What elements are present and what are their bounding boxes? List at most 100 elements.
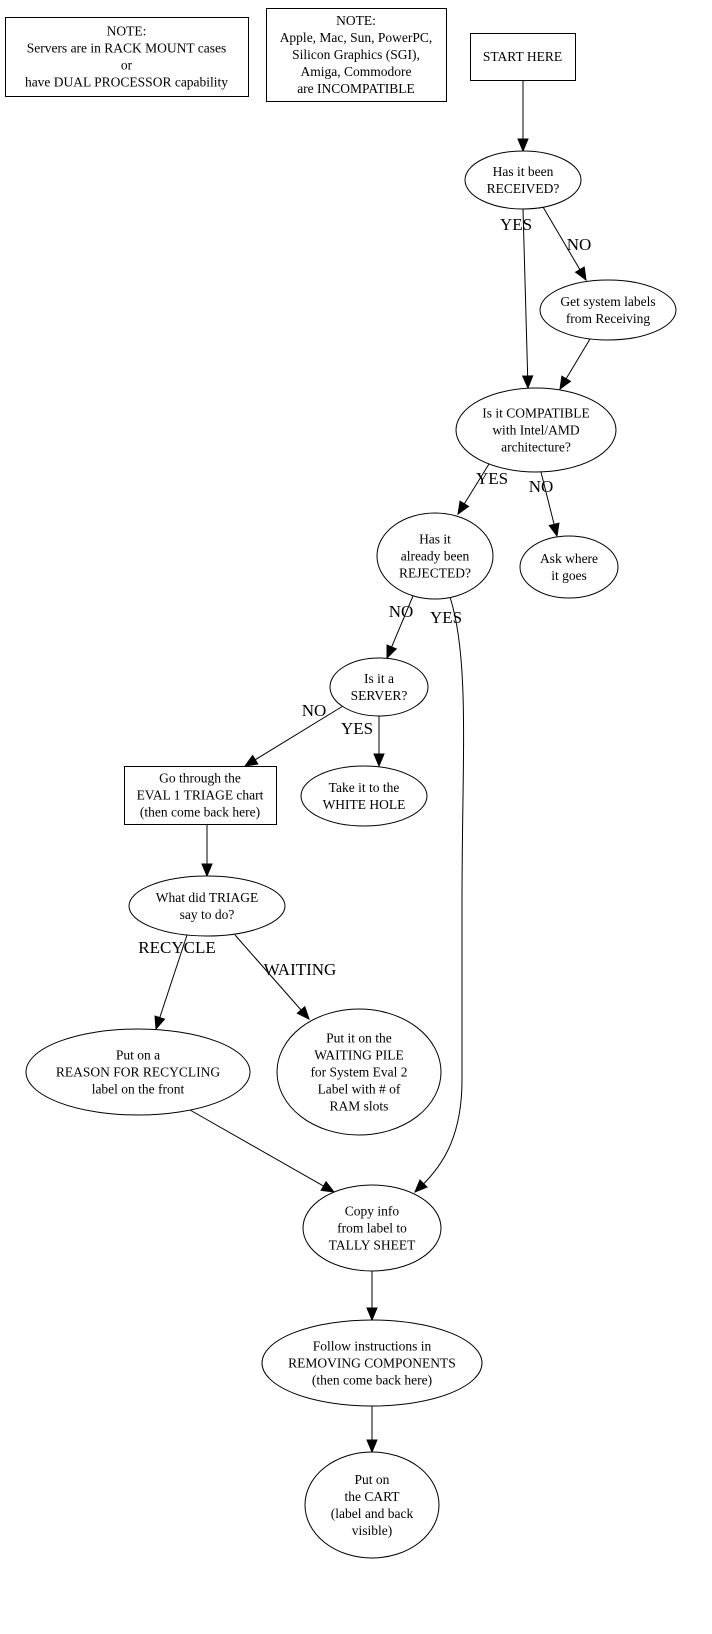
- node-ask-where: Ask where it goes: [519, 535, 619, 599]
- node-compatible-text-line: with Intel/AMD: [492, 423, 580, 438]
- node-ask-where-text-line: it goes: [551, 568, 587, 583]
- node-get-labels-text-line: from Receiving: [566, 311, 651, 326]
- edge-eval1-to-triage: [201, 824, 213, 878]
- edge-server-to-eval1-label: NO: [302, 701, 327, 720]
- node-rejected-text-line: already been: [401, 549, 470, 564]
- edge-start-to-received: [517, 80, 529, 153]
- edge-received-to-get-labels-arrowhead-icon: [574, 266, 587, 282]
- note-text-line: Servers are in RACK MOUNT cases: [27, 41, 227, 56]
- node-waiting-pile-text-line: RAM slots: [330, 1099, 389, 1114]
- node-eval1-text-line: Go through the: [159, 771, 241, 786]
- node-cart-text-line: Put on: [355, 1472, 390, 1487]
- note-text-line: are INCOMPATIBLE: [297, 81, 415, 96]
- edge-triage-to-recycle-label: [154, 934, 188, 1031]
- edge-triage-to-waiting-pile: [234, 934, 310, 1020]
- node-rejected-text-line: Has it: [419, 532, 451, 547]
- node-recycle-label-text-line: label on the front: [92, 1082, 185, 1097]
- edge-rejected-to-tally-line: [414, 596, 465, 1193]
- note-text-line: or: [121, 58, 133, 73]
- node-triage-text-line: say to do?: [180, 907, 235, 922]
- node-tally-text-line: Copy info: [345, 1204, 400, 1219]
- edge-removing-to-cart-arrowhead-icon: [366, 1439, 378, 1454]
- edge-received-to-compatible-line: [522, 208, 529, 379]
- edge-rejected-to-server-line: [390, 595, 414, 649]
- node-waiting-pile-text-line: Label with # of: [318, 1082, 401, 1097]
- edge-tally-to-removing: [366, 1271, 378, 1322]
- edge-server-to-white-hole: [373, 716, 385, 768]
- node-recycle-label-ellipse: [25, 1028, 251, 1116]
- edge-server-to-white-hole-arrowhead-icon: [373, 753, 385, 768]
- edge-triage-to-waiting-pile-label: WAITING: [264, 960, 337, 979]
- edge-rejected-to-server-label: NO: [389, 602, 414, 621]
- nodes-layer: NOTE: Servers are in RACK MOUNT cases or ha…: [5, 8, 677, 1559]
- note-note-incompatible: NOTE: Apple, Mac, Sun, PowerPC, Silicon Gr…: [266, 8, 447, 102]
- edge-compatible-to-ask-where: [540, 471, 560, 538]
- node-compatible-ellipse: [455, 387, 617, 473]
- node-compatible-text-line: Is it COMPATIBLE: [482, 406, 590, 421]
- edge-rejected-to-tally: [414, 596, 465, 1193]
- node-start-text-line: START HERE: [483, 49, 562, 64]
- edge-tally-to-removing-arrowhead-icon: [366, 1307, 378, 1322]
- edge-eval1-to-triage-arrowhead-icon: [201, 863, 213, 878]
- edge-received-to-get-labels: [542, 206, 587, 282]
- node-cart-text-line: (label and back: [331, 1506, 414, 1521]
- note-text-line: Amiga, Commodore: [301, 64, 412, 79]
- edge-received-to-compatible-arrowhead-icon: [521, 375, 534, 390]
- note-box: [266, 8, 447, 102]
- edge-received-to-get-labels-label: NO: [567, 235, 592, 254]
- edge-triage-to-recycle-label-label: RECYCLE: [138, 938, 215, 957]
- node-removing-ellipse: [261, 1319, 483, 1407]
- node-removing-text-line: REMOVING COMPONENTS: [288, 1356, 456, 1371]
- node-white-hole-ellipse: [300, 765, 428, 827]
- node-cart-text-line: the CART: [344, 1489, 400, 1504]
- note-text-line: Silicon Graphics (SGI),: [292, 47, 420, 62]
- edge-received-to-get-labels-line: [542, 206, 582, 272]
- edge-recycle-label-to-tally: [189, 1109, 336, 1193]
- node-removing-text-line: (then come back here): [312, 1373, 432, 1388]
- node-white-hole-text-line: Take it to the: [329, 780, 400, 795]
- node-compatible-text-line: architecture?: [501, 440, 571, 455]
- edge-compatible-to-ask-where-label: NO: [529, 477, 554, 496]
- edge-removing-to-cart: [366, 1406, 378, 1454]
- note-text-line: NOTE:: [107, 24, 147, 39]
- edge-server-to-white-hole-label: YES: [341, 719, 373, 738]
- node-waiting-pile-text-line: WAITING PILE: [314, 1048, 404, 1063]
- node-received-text-line: RECEIVED?: [487, 181, 560, 196]
- edge-triage-to-waiting-pile-line: [234, 934, 303, 1012]
- edge-rejected-to-tally-label: YES: [430, 608, 462, 627]
- node-tally-ellipse: [302, 1184, 442, 1272]
- node-eval1-text-line: EVAL 1 TRIAGE chart: [137, 788, 264, 803]
- node-get-labels-text-line: Get system labels: [560, 294, 655, 309]
- note-box: [5, 17, 249, 97]
- node-rejected-ellipse: [376, 512, 494, 600]
- edge-rejected-to-tally-arrowhead-icon: [414, 1179, 428, 1193]
- edge-get-labels-to-compatible-arrowhead-icon: [559, 375, 572, 391]
- node-cart-ellipse: [304, 1451, 440, 1559]
- node-get-labels: Get system labels from Receiving: [539, 279, 677, 341]
- node-recycle-label-text-line: Put on a: [116, 1048, 160, 1063]
- node-triage-ellipse: [128, 875, 286, 937]
- node-ask-where-text-line: Ask where: [540, 551, 598, 566]
- edge-triage-to-waiting-pile-arrowhead-icon: [296, 1005, 310, 1020]
- node-triage-text-line: What did TRIAGE: [156, 890, 258, 905]
- note-text-line: have DUAL PROCESSOR capability: [25, 75, 228, 90]
- node-compatible: Is it COMPATIBLE with Intel/AMD architectu…: [455, 387, 617, 473]
- note-text-line: NOTE:: [336, 13, 376, 28]
- edge-server-to-eval1-arrowhead-icon: [243, 754, 259, 767]
- edge-compatible-to-rejected-label: YES: [476, 469, 508, 488]
- node-tally-text-line: from label to: [337, 1221, 407, 1236]
- node-get-labels-ellipse: [539, 279, 677, 341]
- node-server-text-line: SERVER?: [351, 688, 408, 703]
- note-text-line: Apple, Mac, Sun, PowerPC,: [280, 30, 433, 45]
- node-rejected-text-line: REJECTED?: [399, 566, 471, 581]
- edge-server-to-eval1-line: [253, 705, 344, 762]
- edge-rejected-to-server-arrowhead-icon: [386, 644, 398, 660]
- node-white-hole-text-line: WHITE HOLE: [323, 797, 406, 812]
